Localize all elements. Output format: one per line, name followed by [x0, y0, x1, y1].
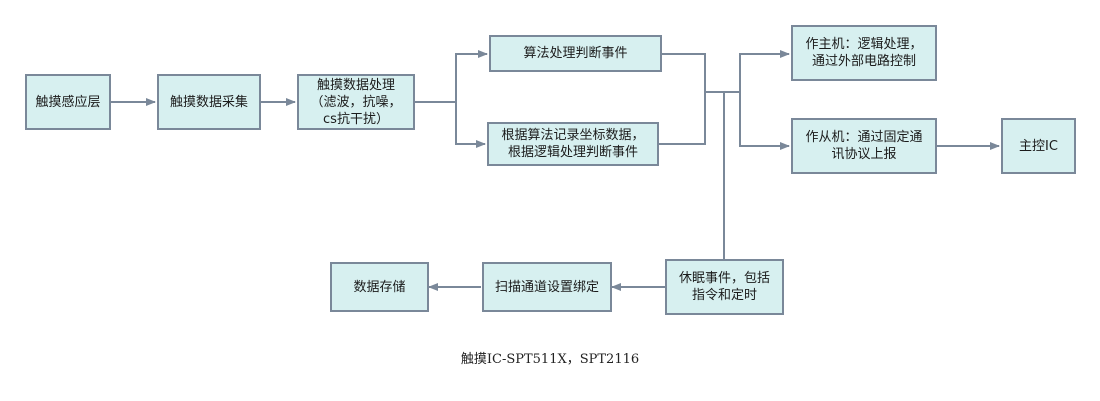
algo-coords-box: 根据算法记录坐标数据， 根据逻辑处理判断事件: [487, 122, 659, 166]
scan-channel-box: 扫描通道设置绑定: [482, 262, 612, 312]
figure-caption: 触摸IC-SPT511X，SPT2116: [460, 352, 640, 367]
data-collect-box: 触摸数据采集: [157, 74, 261, 130]
arrow-process-to-algo-event: [415, 50, 488, 103]
touch-layer-box: 触摸感应层: [25, 74, 111, 130]
algo-event-box: 算法处理判断事件: [489, 35, 662, 72]
data-storage-box: 数据存储: [330, 262, 429, 312]
data-process-box: 触摸数据处理 （滤波，抗噪， cs抗干扰）: [297, 74, 415, 130]
main-ic-box: 主控IC: [1001, 118, 1076, 174]
arrow-process-to-algo-coords: [455, 102, 486, 148]
slave-box: 作从机：通过固定通 讯协议上报: [791, 118, 937, 174]
arrow-merge-to-master: [739, 50, 790, 92]
master-box: 作主机：逻辑处理， 通过外部电路控制: [791, 25, 937, 81]
sleep-event-box: 休眠事件，包括 指令和定时: [665, 259, 784, 315]
arrow-merge-to-slave: [739, 92, 790, 150]
line-algo-event-merge: [659, 53, 706, 145]
